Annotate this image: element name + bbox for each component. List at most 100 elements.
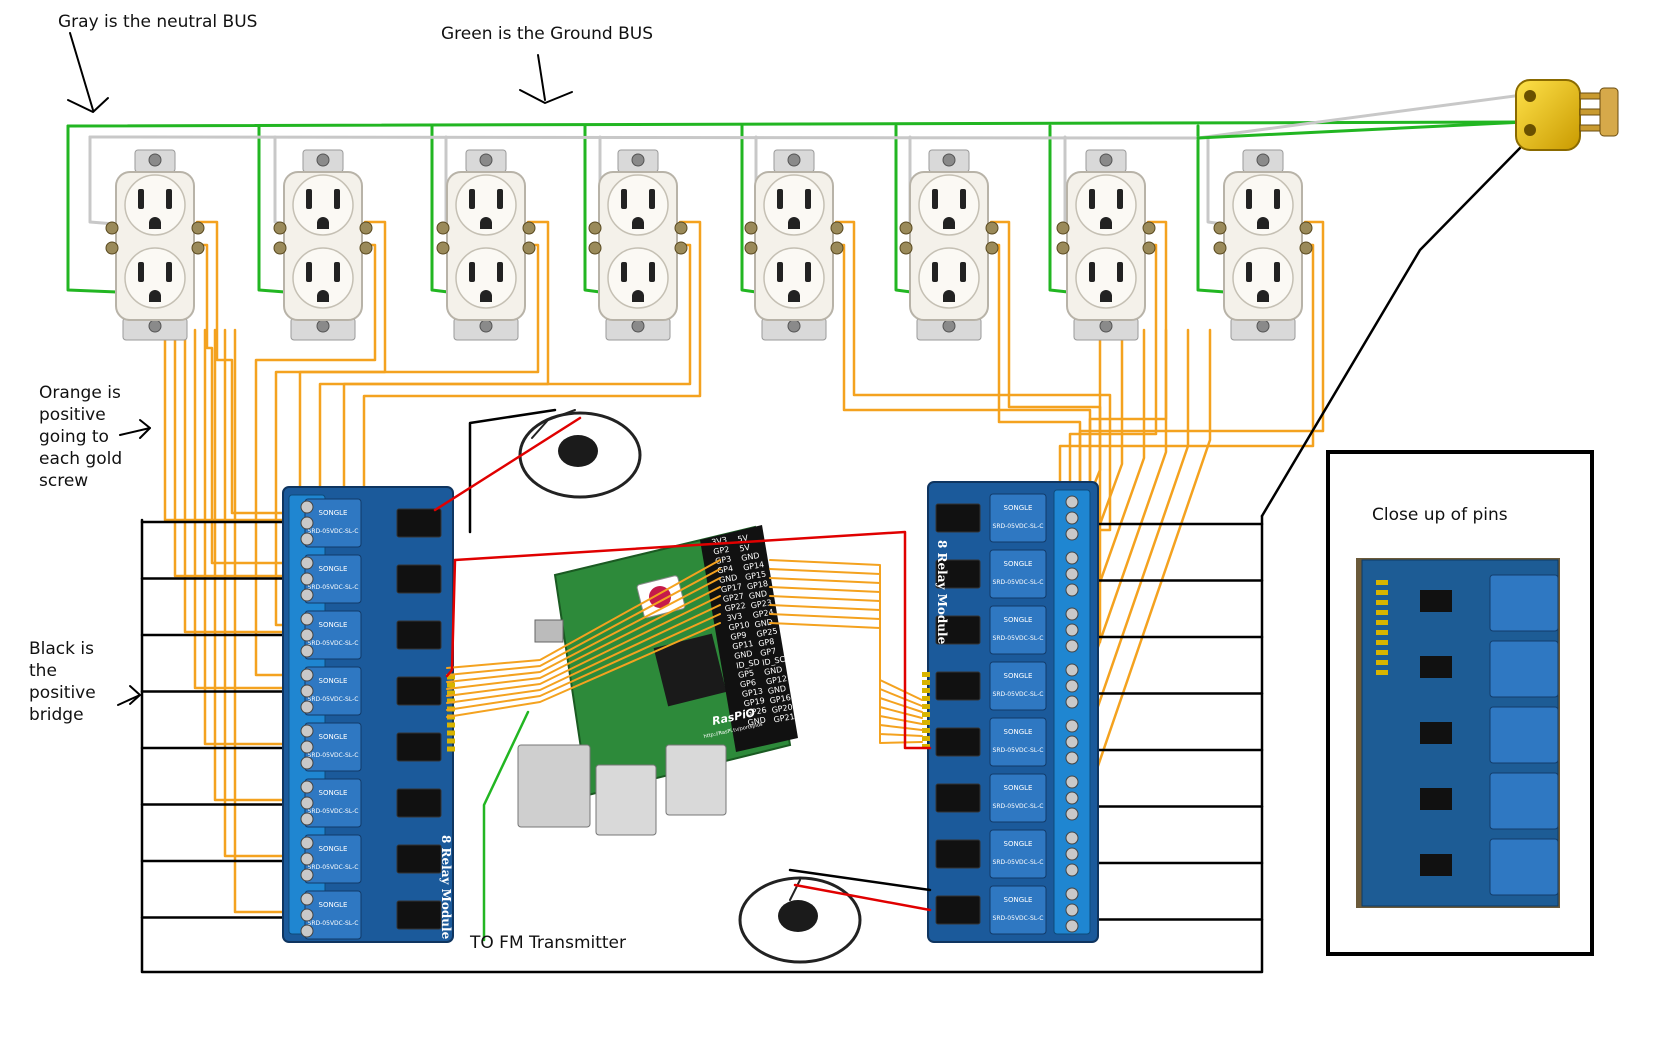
black-note-line: Black is xyxy=(29,639,94,659)
ground-drop-wire xyxy=(583,124,602,294)
closeup-pin xyxy=(1376,620,1388,625)
terminal-screw xyxy=(1065,887,1079,901)
relay xyxy=(989,829,1047,879)
gpio-pin-label: GND xyxy=(747,715,767,727)
raspberry-icon xyxy=(649,586,671,608)
relay-brand-text: SONGLE xyxy=(319,901,348,909)
arrow-icon xyxy=(67,32,109,113)
screw-icon xyxy=(1099,153,1113,167)
side-screw-icon xyxy=(191,221,205,235)
arrow-shaft xyxy=(117,694,141,706)
gpio-pin-label: GND xyxy=(767,684,787,696)
jack-wire-red xyxy=(793,883,932,912)
neutral-drop-wire xyxy=(88,135,117,226)
header-pin xyxy=(447,746,455,752)
screw-icon xyxy=(316,319,330,333)
relay-model-text: SRD-05VDC-SL-C xyxy=(308,752,359,759)
side-screw-icon xyxy=(522,221,536,235)
terminal-screw xyxy=(300,724,314,738)
terminal-screw xyxy=(1065,695,1079,709)
positive-wire xyxy=(213,328,294,802)
gpio-pin-label: GP9 xyxy=(730,630,747,642)
gpio-pin-label: GP7 xyxy=(760,646,777,658)
plug-face xyxy=(1599,87,1619,137)
relay-model-text: SRD-05VDC-SL-C xyxy=(308,808,359,815)
slot xyxy=(649,189,655,209)
bridge-wire xyxy=(140,514,1264,974)
terminal-screw xyxy=(300,908,314,922)
jack-lead-wire xyxy=(789,879,801,901)
black-note-line: positive xyxy=(29,683,96,703)
relay-model-text: SRD-05VDC-SL-C xyxy=(308,864,359,871)
signal-wire xyxy=(446,586,721,690)
positive-wire xyxy=(183,328,294,634)
closeup-pin xyxy=(1376,580,1388,585)
relay-model-text: SRD-05VDC-SL-C xyxy=(993,915,1044,922)
slot xyxy=(1117,262,1123,282)
header-pin xyxy=(922,696,930,701)
ground-hole xyxy=(632,217,644,229)
plug-screw xyxy=(1524,90,1536,102)
terminal-screw xyxy=(300,628,314,642)
closeup-optocoupler xyxy=(1420,722,1452,744)
slot xyxy=(1274,262,1280,282)
positive-wire xyxy=(163,328,294,522)
ground-hole xyxy=(1257,217,1269,229)
side-screw-icon xyxy=(1213,221,1227,235)
slot xyxy=(469,262,475,282)
closeup-panel: Close up of pins xyxy=(1326,450,1594,956)
dc-jack-icon xyxy=(518,411,642,499)
closeup-relay xyxy=(1489,772,1559,830)
outlet-icon xyxy=(436,149,536,341)
positive-wire xyxy=(1074,328,1190,772)
closeup-relay xyxy=(1489,640,1559,698)
outlet-icon xyxy=(1056,149,1156,341)
screw-icon xyxy=(631,319,645,333)
jack-wire xyxy=(788,868,932,892)
optocoupler xyxy=(396,564,442,594)
ground-drop-wire xyxy=(257,124,287,294)
header-pin xyxy=(447,674,455,680)
header-pin xyxy=(922,744,930,749)
relay-brand-text: SONGLE xyxy=(1004,616,1033,624)
closeup-pin xyxy=(1376,640,1388,645)
ground-hole xyxy=(317,290,329,302)
gpio-pin-label: GP6 xyxy=(739,678,756,690)
relay-model-text: SRD-05VDC-SL-C xyxy=(308,584,359,591)
relay-brand-text: SONGLE xyxy=(319,789,348,797)
header-pin xyxy=(922,704,930,709)
ground-drop-wire xyxy=(430,124,450,294)
ground-hole xyxy=(149,217,161,229)
positive-wire xyxy=(193,328,294,690)
ground-hole xyxy=(943,217,955,229)
fm-antenna-wire xyxy=(482,710,530,942)
ground-bus-wire xyxy=(1196,120,1527,140)
terminal-screw xyxy=(1065,551,1079,565)
arrow-icon xyxy=(117,685,141,706)
slot xyxy=(497,262,503,282)
header-pin xyxy=(922,688,930,693)
slot xyxy=(1274,189,1280,209)
closeup-pin xyxy=(1376,670,1388,675)
optocoupler xyxy=(935,503,981,533)
signal-wire xyxy=(446,568,721,676)
relay xyxy=(989,773,1047,823)
signal-wire xyxy=(769,622,923,744)
terminal-screw xyxy=(1065,527,1079,541)
terminal-screw xyxy=(300,812,314,826)
gpio-pin-label: GP10 xyxy=(728,620,750,633)
optocoupler xyxy=(396,788,442,818)
closeup-optocoupler xyxy=(1420,590,1452,612)
positive-wire xyxy=(1074,328,1168,712)
optocoupler xyxy=(935,895,981,925)
relay-brand-text: SONGLE xyxy=(319,509,348,517)
header-pin xyxy=(447,722,455,728)
header-pin xyxy=(922,672,930,677)
gpio-pin-label: GP5 xyxy=(737,668,754,680)
optocoupler xyxy=(396,844,442,874)
positive-wire xyxy=(254,243,377,677)
arrow-head xyxy=(519,89,573,104)
positive-wire xyxy=(834,220,1112,532)
side-screw-icon xyxy=(674,221,688,235)
